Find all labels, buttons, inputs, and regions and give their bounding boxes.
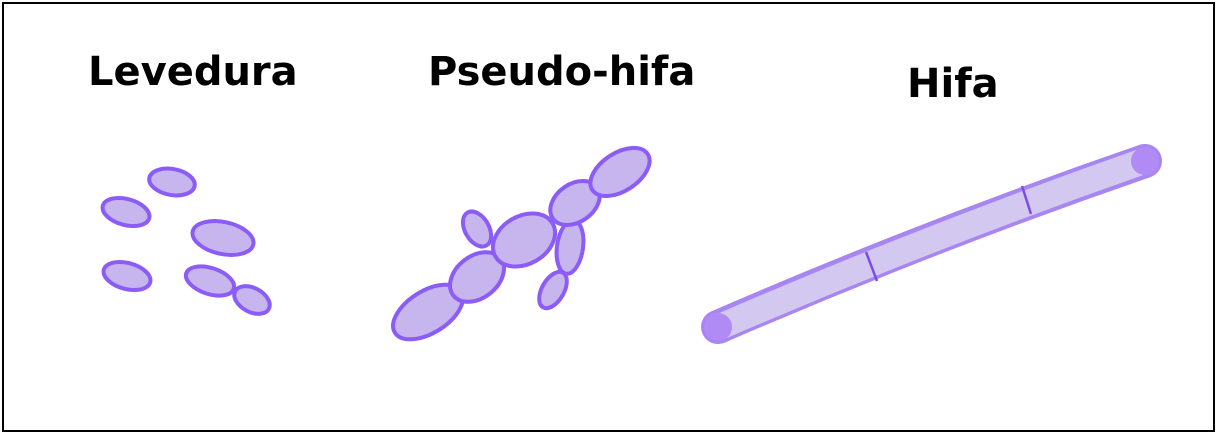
yeast-cell [147,165,197,199]
morphology-illustration [0,0,1220,419]
yeast-bud [230,280,275,319]
hypha [704,147,1159,341]
yeast-cell [189,216,256,260]
hypha-tip-right [1131,147,1159,175]
hypha-tube-body [722,162,1141,326]
yeast-cell [100,257,153,295]
yeast-cell [182,261,238,301]
pseudohypha-cell [533,267,572,313]
yeast-cells [99,165,274,319]
hypha-tip-left [704,313,732,341]
pseudohypha-cell [457,207,497,252]
pseudohypha-cell [553,218,586,275]
pseudohypha-chain [384,138,658,350]
yeast-cell [99,193,152,231]
